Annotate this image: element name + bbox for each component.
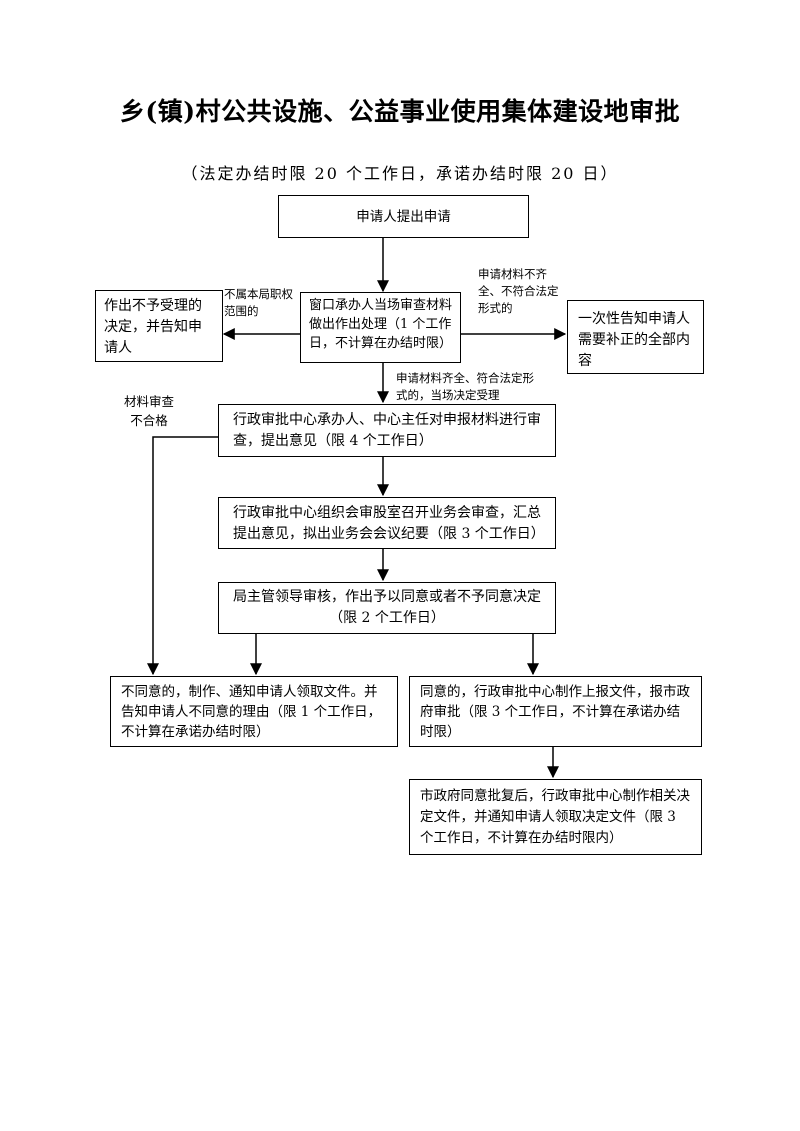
label-out-of-scope: 不属本局职权范围的 (224, 287, 293, 318)
box-review: 行政审批中心承办人、中心主任对申报材料进行审查，提出意见（限 4 个工作日） (218, 404, 556, 457)
box-reject: 作出不予受理的决定，并告知申请人 (95, 290, 223, 362)
page-subtitle: （法定办结时限 20 个工作日，承诺办结时限 20 日） (181, 164, 619, 183)
box-agree: 同意的，行政审批中心制作上报文件，报市政府审批（限 3 个工作日，不计算在承诺办… (409, 676, 702, 747)
box-leader: 局主管领导审核，作出予以同意或者不予同意决定（限 2 个工作日） (218, 582, 556, 634)
box-apply: 申请人提出申请 (278, 195, 529, 238)
label-unqualified: 材料审查不合格 (123, 394, 174, 428)
label-incomplete: 申请材料不齐全、不符合法定形式的 (478, 267, 559, 315)
box-meeting: 行政审批中心组织会审股室召开业务会审查，汇总提出意见，拟出业务会会议纪要（限 3… (218, 497, 556, 549)
box-window: 窗口承办人当场审查材料做出作出处理（1 个工作日，不计算在办结时限） (300, 292, 461, 363)
box-disagree: 不同意的，制作、通知申请人领取文件。并告知申请人不同意的理由（限 1 个工作日，… (110, 676, 398, 747)
box-final: 市政府同意批复后，行政审批中心制作相关决定文件，并通知申请人领取决定文件（限 3… (409, 779, 702, 855)
page-title: 乡(镇)村公共设施、公益事业使用集体建设地审批 (119, 97, 681, 126)
arrow-review-to-disagree (147, 436, 218, 676)
box-notify: 一次性告知申请人需要补正的全部内容 (567, 300, 704, 374)
label-accepted: 申请材料齐全、符合法定形式的，当场决定受理 (396, 371, 534, 402)
